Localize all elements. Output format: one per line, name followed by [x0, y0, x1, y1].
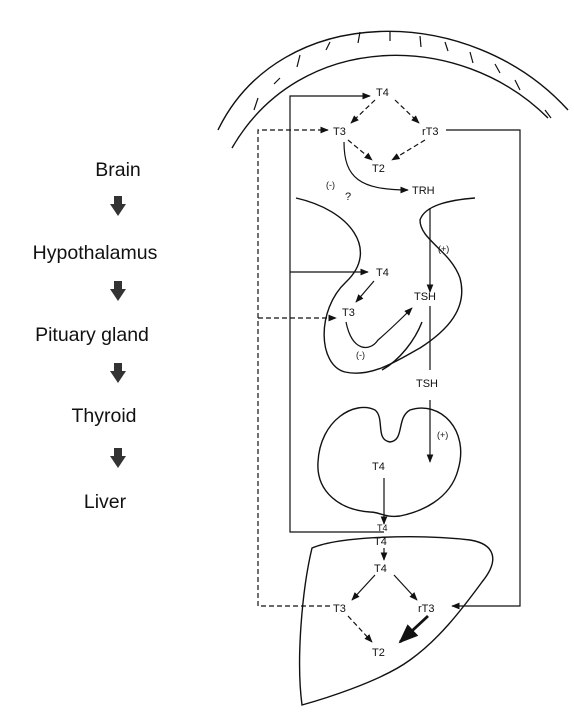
liver-deiodination: T4 T4 T3 rT3 T2	[333, 536, 435, 659]
liver-rt3: rT3	[418, 603, 435, 615]
pituitary-contents: (+) T4 T3 TSH (-)	[342, 208, 449, 370]
down-arrow-icon	[110, 448, 126, 468]
cascade-pituitary-gland: Pituary gland	[35, 324, 149, 346]
thyroid-outline	[318, 407, 461, 516]
liver-t4-inflow: T4	[374, 536, 387, 548]
pituitary-t4: T4	[376, 267, 389, 279]
down-arrow-icon	[110, 363, 126, 383]
brain-trh: TRH	[412, 185, 435, 197]
brain-t2: T2	[372, 163, 385, 175]
brain-feedback-minus: (-)	[326, 180, 335, 190]
pituitary-t3: T3	[342, 307, 355, 319]
liver-outline	[300, 537, 493, 705]
brain-deiodination: T4 T3 rT3 T2 (-) ? TRH	[326, 87, 439, 203]
liver-t3: T3	[333, 603, 346, 615]
thyroid-tsh: TSH	[416, 378, 438, 390]
brain-rt3: rT3	[422, 126, 439, 138]
liver-t4: T4	[374, 563, 387, 575]
pituitary-tsh: TSH	[414, 291, 436, 303]
brain-t3: T3	[333, 126, 346, 138]
cascade-column: Brain Hypothalamus Pituary gland Thyroid…	[33, 159, 158, 513]
pituitary-feedback-minus: (-)	[356, 350, 365, 360]
pituitary-inner-line	[382, 322, 422, 370]
pituitary-trh-plus: (+)	[438, 244, 449, 254]
down-arrow-icon	[110, 196, 126, 216]
cascade-thyroid: Thyroid	[71, 405, 136, 427]
thyroid-tsh-plus: (+)	[437, 430, 448, 440]
down-arrow-icon	[110, 281, 126, 301]
brain-feedback-question: ?	[345, 191, 351, 203]
thyroid-t4: T4	[372, 461, 385, 473]
liver-t2: T2	[372, 647, 385, 659]
cascade-hypothalamus: Hypothalamus	[33, 242, 158, 264]
brain-t4: T4	[376, 87, 389, 99]
circulation-lines	[258, 96, 520, 606]
cascade-brain: Brain	[95, 159, 141, 181]
cascade-liver: Liver	[84, 491, 127, 513]
pituitary-outline	[296, 198, 475, 373]
